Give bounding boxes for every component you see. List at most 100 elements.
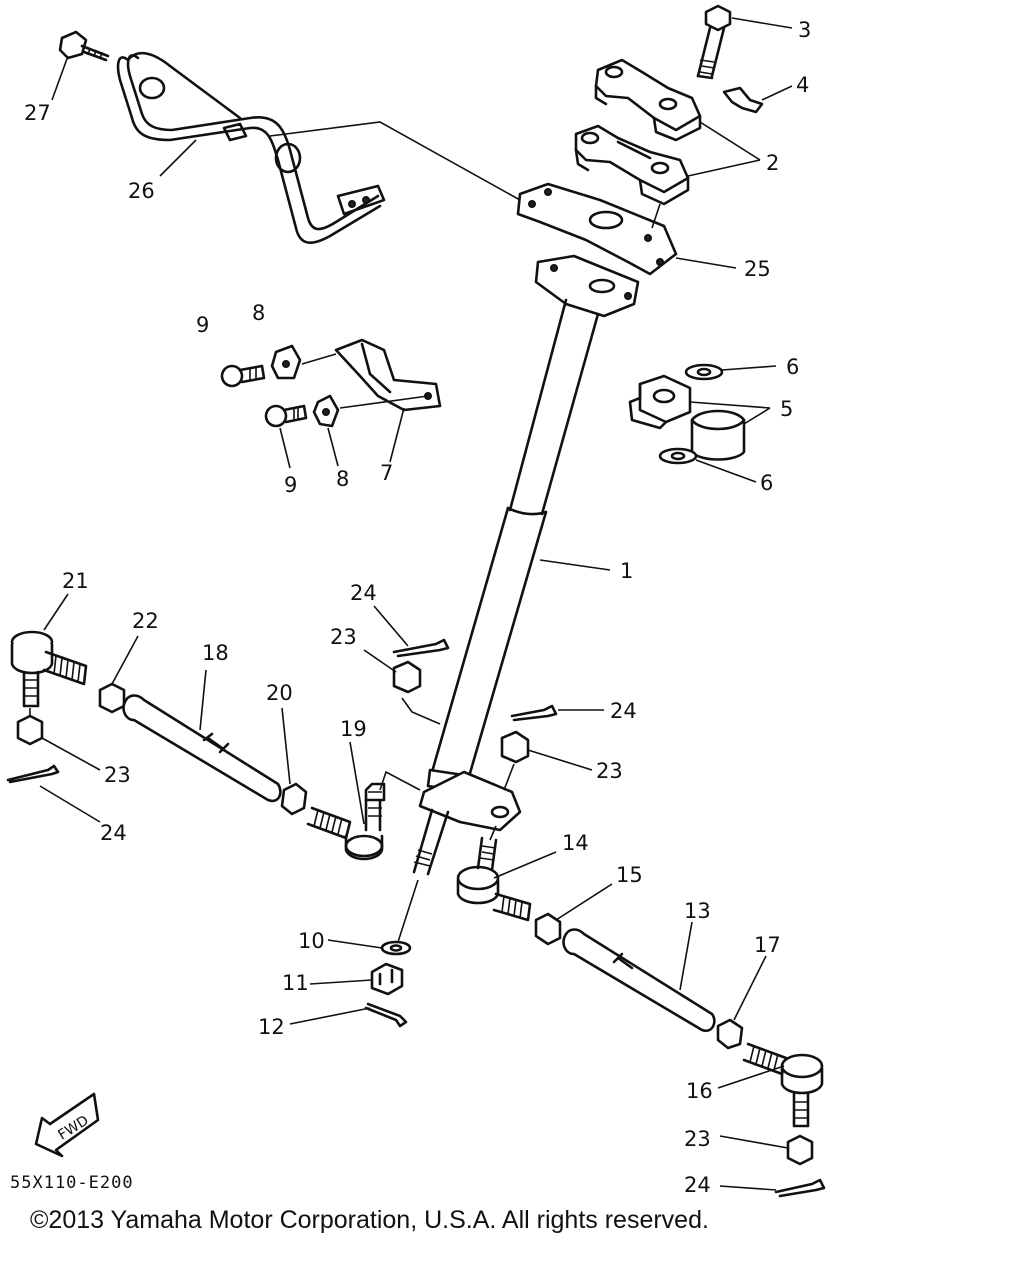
drawing-code: 55X110-E200 [10, 1173, 134, 1193]
copyright-notice: ©2013 Yamaha Motor Corporation, U.S.A. A… [30, 1206, 709, 1234]
leader-25 [675, 257, 737, 269]
leader-4 [761, 85, 793, 101]
part-16-tie-rod-end [742, 1042, 824, 1128]
leader-12 [289, 1007, 371, 1025]
leader-6a [721, 365, 777, 371]
leader-17 [733, 955, 767, 1021]
leader-18 [199, 669, 207, 731]
leader-24d [719, 1185, 777, 1191]
callout-4: 4 [796, 73, 809, 97]
callout-25: 25 [744, 257, 771, 281]
part-24-cotter-pin-center [392, 638, 450, 658]
callout-2: 2 [766, 151, 779, 175]
callout-6b: 6 [760, 471, 773, 495]
leader-14 [493, 851, 557, 879]
leader-11 [309, 979, 373, 985]
part-12-cotter-pin [364, 1002, 408, 1028]
leader-8b-num [327, 427, 339, 467]
fwd-arrow-icon: FWD [34, 1092, 100, 1158]
part-24-cotter-pin-right [510, 704, 558, 722]
callout-24d: 24 [684, 1173, 711, 1197]
callout-21: 21 [62, 569, 89, 593]
part-24-cotter-pin-left [6, 764, 60, 784]
part-23-nut-right [500, 730, 530, 764]
leader-27 [51, 55, 69, 101]
part-23-nut-center [392, 660, 422, 694]
leader-arm-to-14 [489, 825, 497, 841]
part-27-bolt [58, 30, 110, 62]
callout-24a: 24 [100, 821, 127, 845]
callout-17: 17 [754, 933, 781, 957]
callout-1: 1 [620, 559, 633, 583]
part-2-lower-holder [574, 124, 690, 206]
part-9-bolt-upper [220, 364, 266, 388]
callout-9b: 9 [284, 473, 297, 497]
callout-26: 26 [128, 179, 155, 203]
leader-13 [679, 921, 693, 991]
callout-10: 10 [298, 929, 325, 953]
callout-16: 16 [686, 1079, 713, 1103]
callout-24b: 24 [350, 581, 377, 605]
callout-8b: 8 [336, 467, 349, 491]
callout-14: 14 [562, 831, 589, 855]
leader-2-to-hole [651, 203, 661, 229]
part-7-bracket [334, 338, 442, 412]
callout-9a: 9 [196, 313, 209, 337]
leader-26-to-25 [269, 121, 521, 201]
callout-23a: 23 [104, 763, 131, 787]
part-20-lock-nut [280, 782, 308, 816]
callout-27: 27 [24, 101, 51, 125]
callout-7: 7 [380, 461, 393, 485]
leader-19 [349, 741, 365, 825]
leader-1 [539, 559, 611, 571]
callout-12: 12 [258, 1015, 285, 1039]
part-5-bushing-lower [690, 409, 746, 461]
leader-19-to-arm [379, 770, 421, 791]
part-10-washer [380, 940, 412, 956]
part-23-nut-left [16, 714, 44, 746]
callout-11: 11 [282, 971, 309, 995]
leader-23a [41, 737, 101, 771]
leader-right-to-arm [503, 763, 515, 791]
part-5-bushing-upper [628, 374, 692, 430]
callout-23d: 23 [684, 1127, 711, 1151]
part-6-washer-upper [684, 363, 724, 381]
callout-15: 15 [616, 863, 643, 887]
part-3-bolt [696, 4, 732, 80]
leader-24a [39, 785, 101, 823]
part-18-tie-rod [122, 694, 282, 803]
part-1-steering-column [412, 254, 640, 876]
part-25-holder-bracket [516, 182, 678, 276]
callout-23c: 23 [596, 759, 623, 783]
part-14-tie-rod-end [456, 836, 532, 922]
part-2-upper-holder [594, 58, 702, 142]
part-26-handlebar-guard [116, 51, 386, 244]
leader-shaft-to-10 [397, 879, 419, 943]
callout-5: 5 [780, 397, 793, 421]
part-13-tie-rod [562, 928, 716, 1033]
callout-8a: 8 [252, 301, 265, 325]
callout-18: 18 [202, 641, 229, 665]
part-15-lock-nut [534, 912, 562, 946]
leader-15 [555, 883, 613, 921]
part-23-nut-bottom [786, 1134, 814, 1166]
part-21-tie-rod-end [10, 630, 88, 708]
leader-5a [689, 401, 771, 409]
leader-6b [695, 459, 757, 483]
part-19-tie-rod-end [306, 782, 386, 861]
leader-10 [327, 939, 383, 949]
part-4-lock-washer [722, 86, 764, 114]
part-9-bolt-lower [264, 404, 308, 428]
leader-23b [363, 649, 397, 673]
callout-19: 19 [340, 717, 367, 741]
part-22-lock-nut [98, 682, 126, 714]
callout-20: 20 [266, 681, 293, 705]
leader-center-to-column [401, 697, 441, 725]
leader-3 [731, 17, 793, 29]
leader-2b [687, 159, 761, 177]
callout-13: 13 [684, 899, 711, 923]
callout-6a: 6 [786, 355, 799, 379]
callout-22: 22 [132, 609, 159, 633]
part-24-cotter-pin-bottom [774, 1178, 826, 1198]
